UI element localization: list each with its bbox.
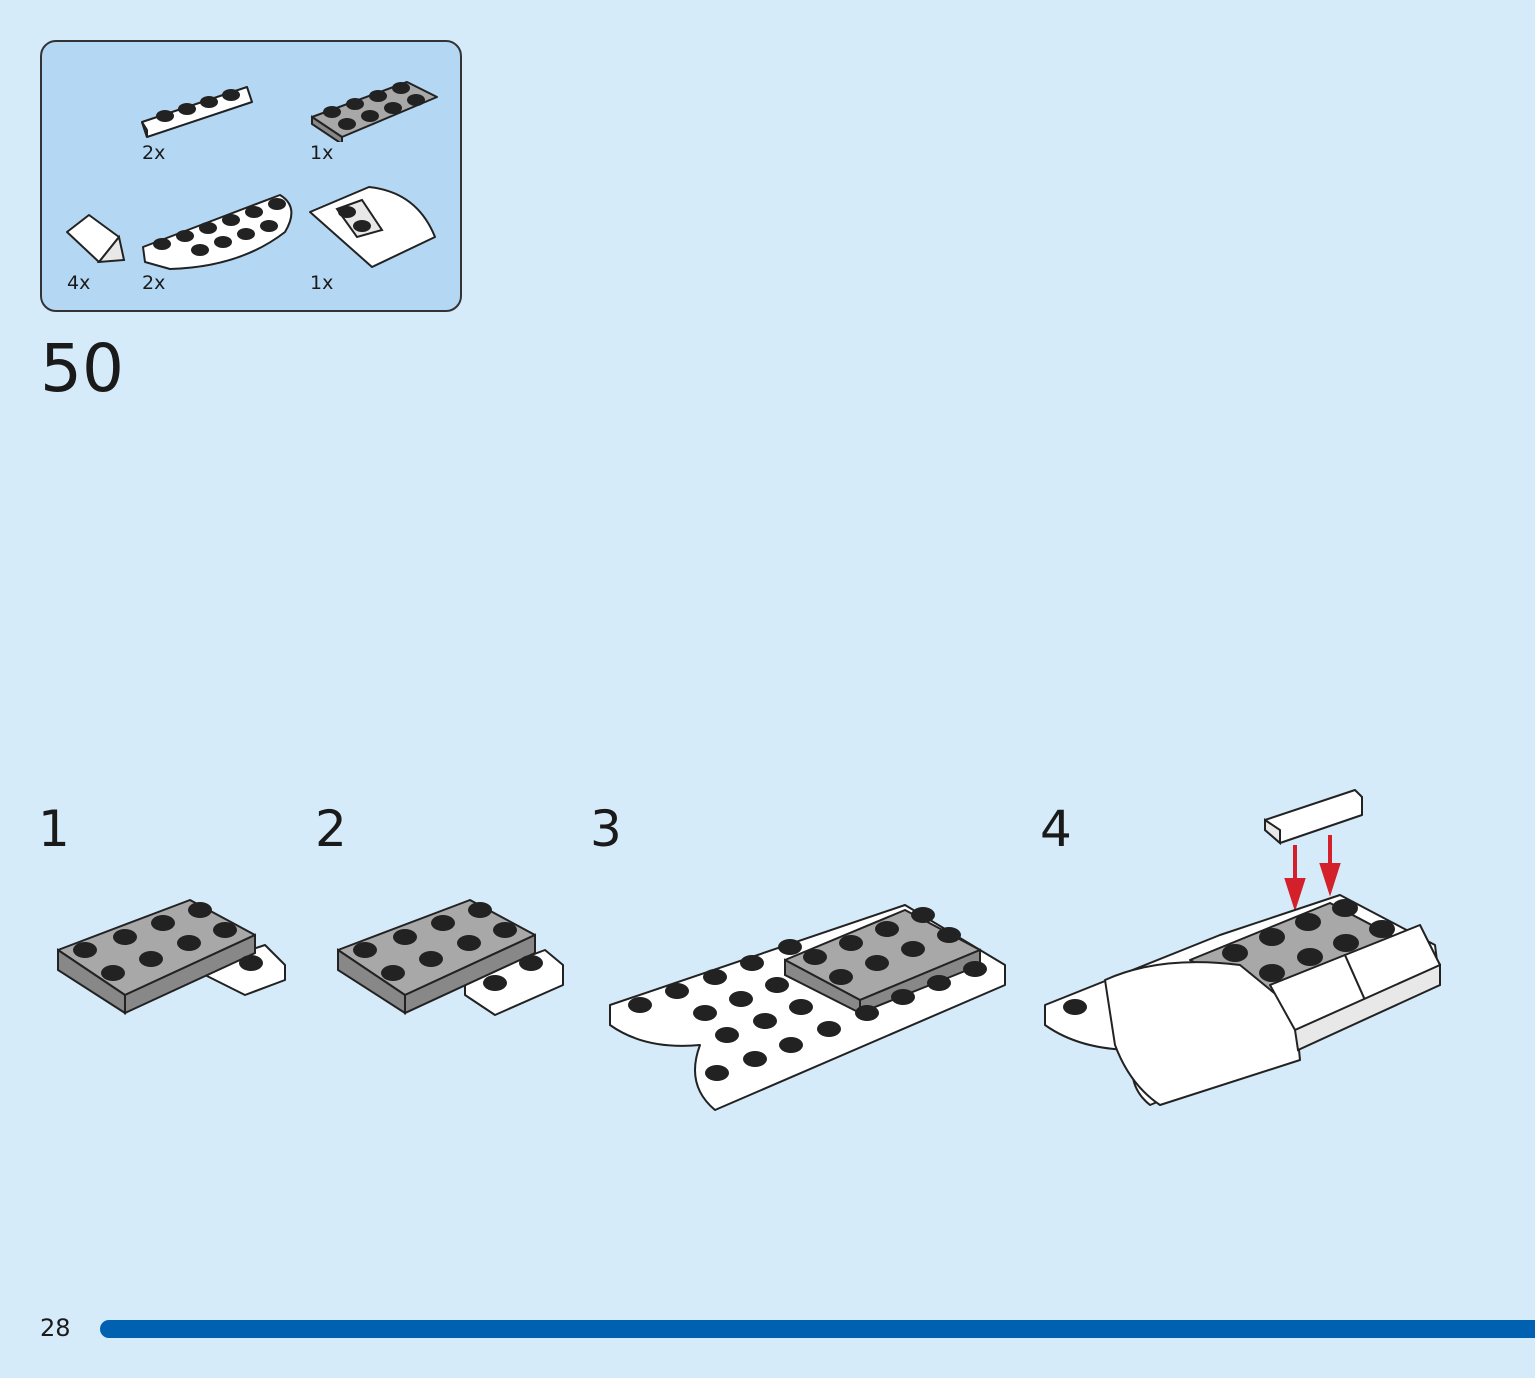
gray-plate-2x4-icon <box>311 81 438 142</box>
substep-number: 4 <box>1040 800 1072 858</box>
footer-bar <box>100 1320 1535 1338</box>
white-half-round-plate-icon <box>142 194 293 270</box>
page-number: 28 <box>40 1314 71 1342</box>
part-qty: 4x <box>67 272 91 294</box>
step-number: 50 <box>40 330 124 407</box>
part-qty: 1x <box>310 142 334 164</box>
substep-3-illustration <box>609 904 1006 1111</box>
substep-number: 3 <box>590 800 622 858</box>
substep-1-illustration <box>57 899 286 1015</box>
white-plate-1x4-icon <box>141 86 253 138</box>
part-qty: 2x <box>142 142 166 164</box>
placement-arrows <box>1284 835 1341 912</box>
part-qty: 2x <box>142 272 166 294</box>
substep-4-illustration <box>1044 789 1441 1106</box>
substep-number: 2 <box>315 800 347 858</box>
white-curved-wedge-icon <box>309 186 436 268</box>
substep-2-illustration <box>337 899 564 1016</box>
white-slope-icon <box>66 214 126 264</box>
part-qty: 1x <box>310 272 334 294</box>
substep-number: 1 <box>38 800 70 858</box>
parts-list-box: 2x 1x 4x 2x 1x <box>40 40 462 312</box>
